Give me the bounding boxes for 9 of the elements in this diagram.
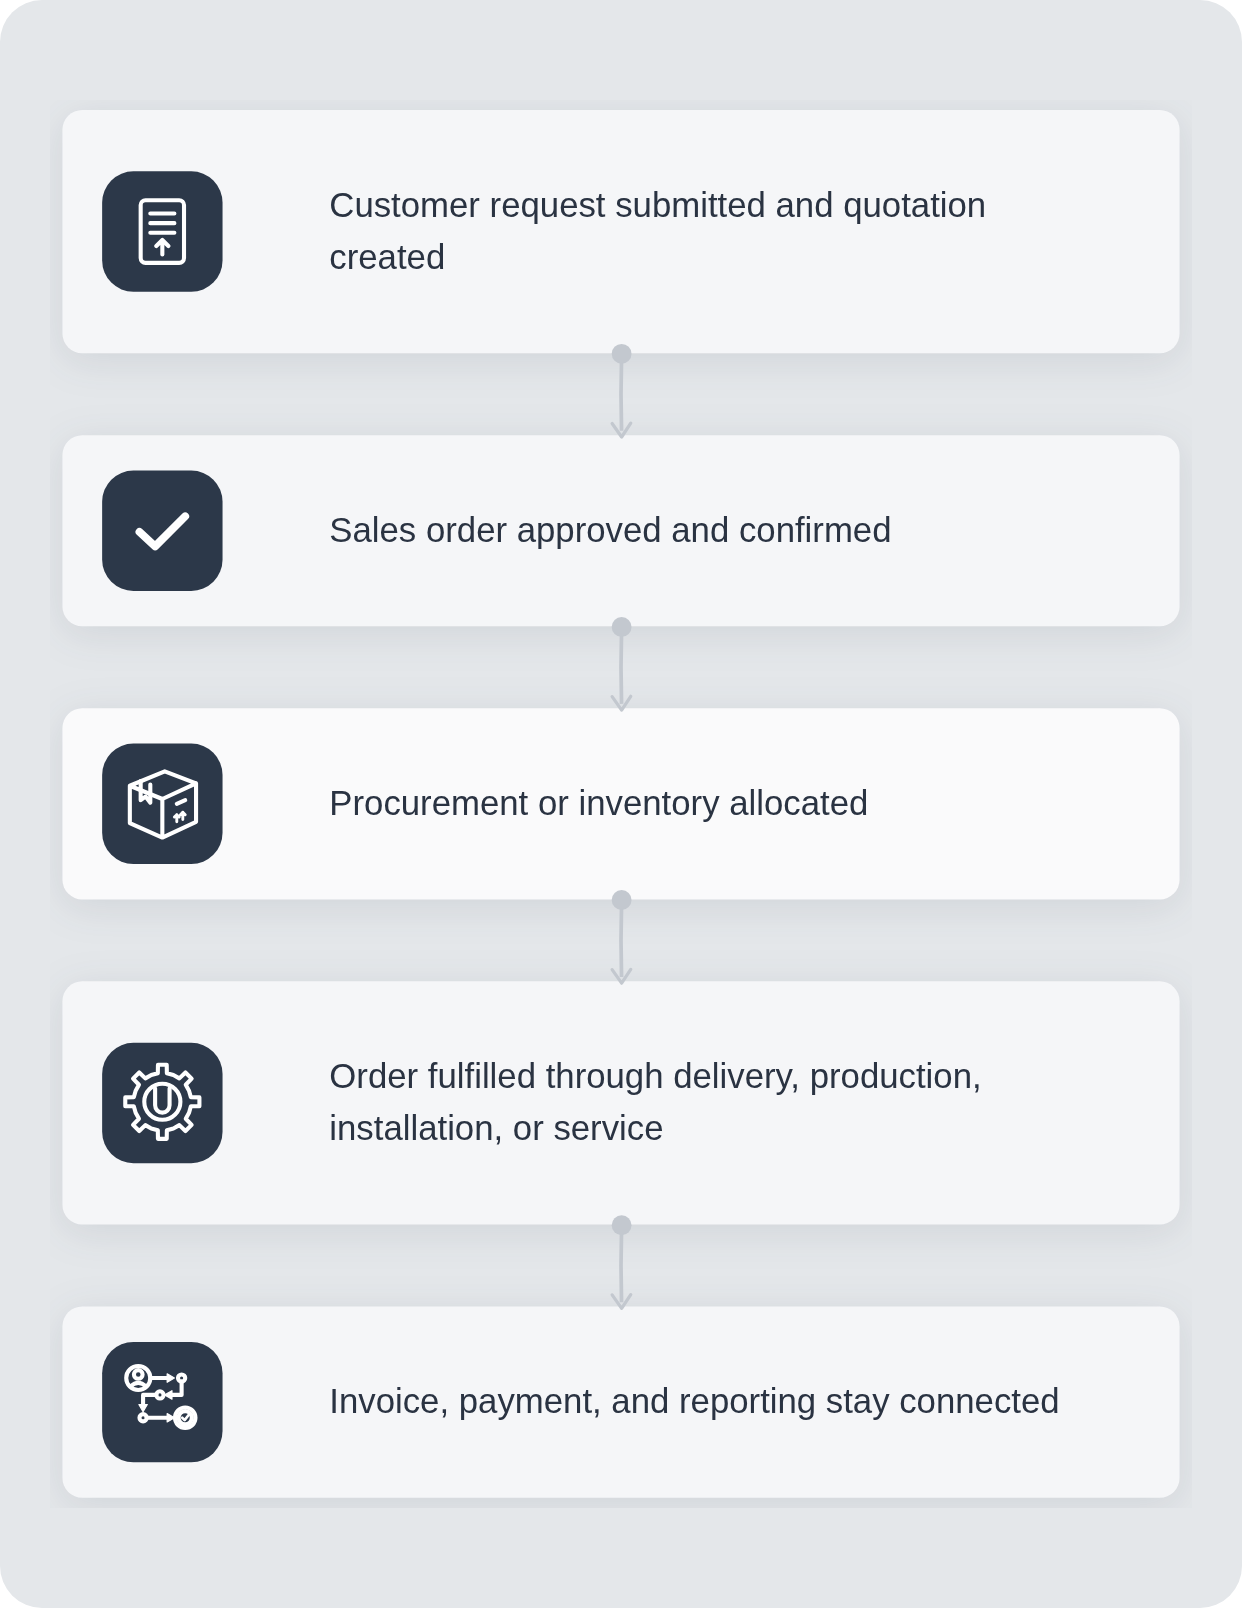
- arrow: [610, 344, 633, 439]
- node-box: Invoice, payment, and reporting stay connected: [62, 1306, 1180, 1498]
- node-box: Order fulfilled through delivery, production, installation, or service: [62, 981, 1180, 1225]
- node-box: Procurement or inventory allocated: [62, 708, 1180, 900]
- arrow: [610, 617, 633, 712]
- node-box: Customer request submitted and quotation created: [62, 110, 1180, 354]
- node-box: Sales order approved and confirmed: [62, 435, 1180, 627]
- arrow: [610, 890, 633, 985]
- arrow: [610, 1215, 633, 1311]
